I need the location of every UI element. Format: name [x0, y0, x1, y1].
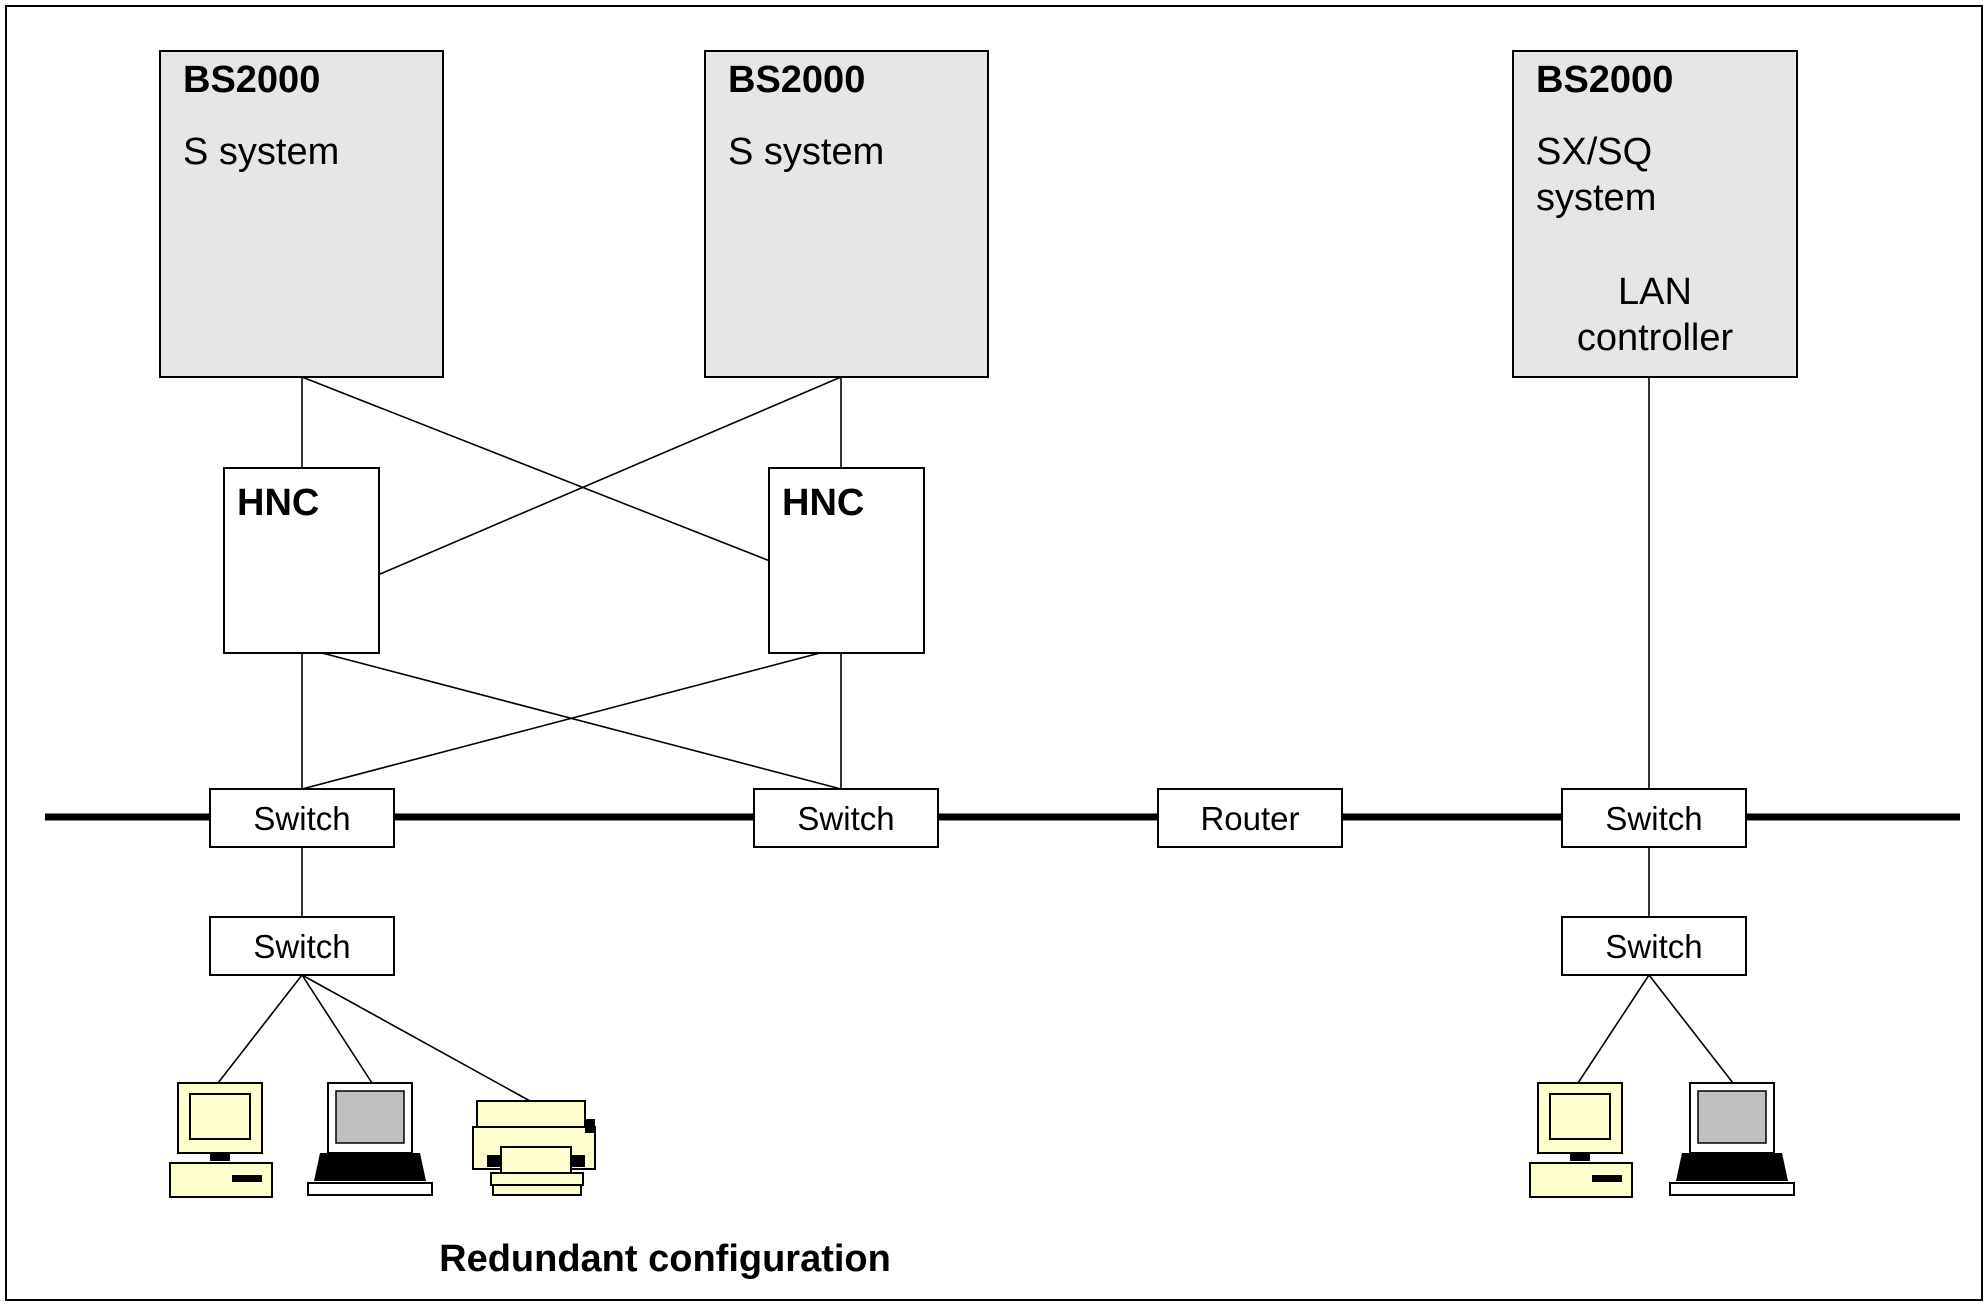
switch-1: Switch: [209, 788, 395, 848]
host-type: S system: [728, 131, 884, 173]
node-label: Switch: [253, 800, 350, 837]
hnc-1: HNC: [223, 467, 380, 654]
hnc-label: HNC: [782, 482, 864, 524]
switch-2: Switch: [753, 788, 939, 848]
switch-4: Switch: [1561, 788, 1747, 848]
host-type-line2: system: [1536, 177, 1656, 219]
lan-controller-line2: controller: [1577, 317, 1734, 359]
hnc-label: HNC: [237, 482, 319, 524]
lan-controller-line1: LAN: [1618, 271, 1692, 313]
laptop-icon: [307, 1082, 433, 1196]
link-hnc2-switch1: [301, 652, 821, 790]
desktop-pc-icon: [1529, 1082, 1633, 1198]
link-switch5-laptop1: [301, 974, 373, 1084]
link-switch6-laptop2: [1648, 974, 1734, 1084]
link-host1-hnc2: [301, 376, 771, 562]
host-bs2000-s-1: BS2000 S system: [159, 50, 444, 378]
link-host2-hnc1: [379, 376, 842, 575]
host-type-line1: SX/SQ: [1536, 131, 1652, 173]
node-label: Switch: [797, 800, 894, 837]
host-bs2000-s-2: BS2000 S system: [704, 50, 989, 378]
host-title: BS2000: [183, 59, 320, 101]
link-switch5-printer: [301, 974, 531, 1102]
link-switch5-pc1: [217, 974, 303, 1084]
switch-6: Switch: [1561, 916, 1747, 976]
host-bs2000-sx-sq: BS2000 SX/SQ system LAN controller: [1512, 50, 1798, 378]
hnc-2: HNC: [768, 467, 925, 654]
link-switch6-pc2: [1577, 974, 1650, 1084]
printer-icon: [472, 1100, 596, 1196]
host-type: S system: [183, 131, 339, 173]
connections: [217, 376, 1734, 1102]
desktop-pc-icon: [169, 1082, 273, 1198]
host-title: BS2000: [1536, 59, 1673, 101]
laptop-icon: [1669, 1082, 1795, 1196]
host-title: BS2000: [728, 59, 865, 101]
node-label: Router: [1200, 800, 1299, 837]
node-label: Switch: [253, 928, 350, 965]
link-hnc1-switch2: [321, 652, 842, 790]
node-label: Switch: [1605, 800, 1702, 837]
diagram-caption: Redundant configuration: [439, 1238, 891, 1280]
router: Router: [1157, 788, 1343, 848]
node-label: Switch: [1605, 928, 1702, 965]
switch-5: Switch: [209, 916, 395, 976]
